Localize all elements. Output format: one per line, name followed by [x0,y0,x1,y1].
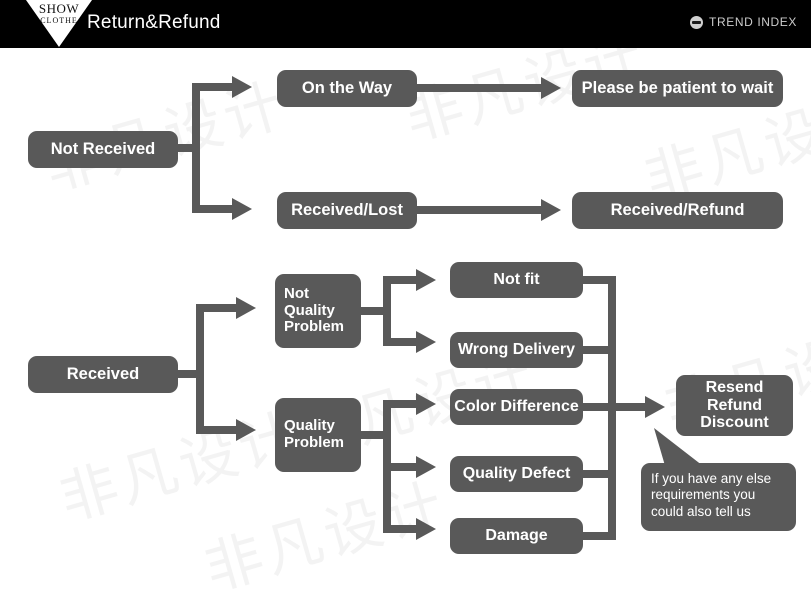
connector-segment [178,370,204,378]
connector-segment [196,426,238,434]
brand-mark: TREND INDEX [690,15,797,29]
arrow-head [232,198,252,220]
node-line-1: Quality [284,417,335,435]
node-received-refund[interactable]: Received/Refund [572,192,783,229]
connector-segment [417,206,544,214]
connector-segment [417,84,544,92]
arrow-head [416,393,436,415]
connector-segment [583,346,616,354]
logo-text: SHOW CLOTHE [26,2,92,26]
node-resend-refund-discount[interactable]: Resend Refund Discount [676,375,793,436]
node-damage[interactable]: Damage [450,518,583,554]
node-received-lost[interactable]: Received/Lost [277,192,417,229]
connector-segment [608,403,648,411]
logo: SHOW CLOTHE [26,0,92,48]
node-line-1: Not [284,284,309,302]
node-please-be-patient-to-wait[interactable]: Please be patient to wait [572,70,783,107]
connector-segment [383,400,418,408]
arrow-head [416,518,436,540]
node-color-difference[interactable]: Color Difference [450,389,583,425]
connector-segment [192,83,234,91]
node-line-3: Problem [284,318,345,336]
connector-segment [196,304,204,434]
connector-segment [383,338,418,346]
callout-line-2: requirements you [651,487,756,503]
logo-line-clothe: CLOTHE [40,16,78,25]
arrow-head [232,76,252,98]
connector-segment [583,403,616,411]
node-line-1: Resend [705,378,764,396]
callout-note: If you have any else requirements you co… [641,463,796,531]
connector-segment [361,307,391,315]
inverted-triangle-logo-icon [26,0,92,47]
connector-segment [383,276,391,346]
page-title: Return&Refund [87,12,221,33]
connector-segment [196,304,238,312]
connector-segment [178,144,200,152]
arrow-head [541,77,561,99]
node-not-quality-problem[interactable]: Not Quality Problem [275,274,361,348]
node-quality-problem[interactable]: Quality Problem [275,398,361,472]
arrow-head [236,419,256,441]
connector-segment [383,463,418,471]
node-line-3: Discount [700,414,769,432]
node-quality-defect[interactable]: Quality Defect [450,456,583,492]
node-received[interactable]: Received [28,356,178,393]
watermark-text: 非凡设计 [48,387,310,536]
node-on-the-way[interactable]: On the Way [277,70,417,107]
arrow-head [645,396,665,418]
connector-segment [583,470,616,478]
callout-line-1: If you have any else [651,471,772,486]
connector-segment [192,205,234,213]
connector-segment [583,276,616,284]
connector-segment [361,431,391,439]
arrow-head [541,199,561,221]
node-wrong-delivery[interactable]: Wrong Delivery [450,332,583,368]
brand-label: TREND INDEX [709,15,797,29]
trend-index-circle-icon [690,15,704,29]
node-line-2: Problem [284,434,345,451]
node-line-2: Refund [706,396,763,414]
node-line-2: Quality [284,301,335,319]
header-bar [0,0,811,48]
logo-line-show: SHOW [38,1,80,16]
arrow-head [416,269,436,291]
callout-line-3: could also tell us [651,503,751,519]
connector-segment [383,525,418,533]
arrow-head [416,456,436,478]
node-not-received[interactable]: Not Received [28,131,178,168]
arrow-head [236,297,256,319]
node-not-fit[interactable]: Not fit [450,262,583,298]
connector-segment [583,532,616,540]
connector-segment [192,83,200,213]
connector-segment [383,276,418,284]
arrow-head [416,331,436,353]
